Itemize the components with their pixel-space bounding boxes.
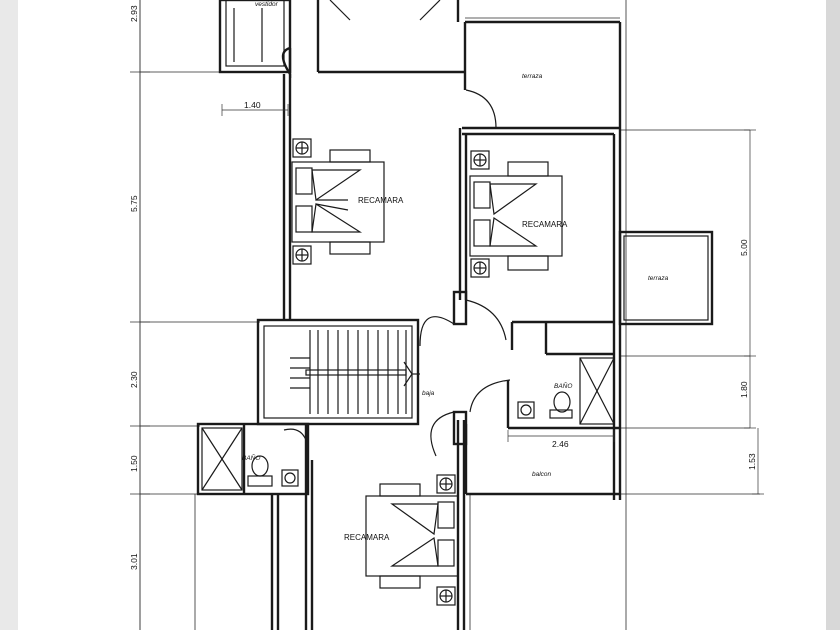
site-lines <box>139 0 760 630</box>
dim-left-3: 1.50 <box>129 455 139 472</box>
label-vestidor: vestidor <box>255 1 279 8</box>
label-bano-left: BAÑO <box>242 453 260 462</box>
bed-recamara-1 <box>291 149 385 255</box>
bed-recamara-2 <box>469 161 563 271</box>
dim-right-3: 1.53 <box>747 453 757 470</box>
dim-left-2: 2.30 <box>129 371 139 388</box>
dim-top-left: 2.93 <box>129 5 139 22</box>
walls <box>196 0 714 630</box>
dim-left-4: 3.01 <box>129 553 139 570</box>
label-baja: baja <box>422 390 435 397</box>
stairs <box>290 330 420 414</box>
label-terraza-top: terraza <box>522 73 543 80</box>
dim-right-2: 1.80 <box>739 381 749 398</box>
label-balcon: balcon <box>532 471 552 478</box>
bed-recamara-3 <box>365 483 459 589</box>
dim-horiz-2: 2.46 <box>552 439 569 449</box>
bathroom-fixtures <box>201 357 615 491</box>
dim-right-1: 5.00 <box>739 239 749 256</box>
label-recamara-2: RECAMARA <box>522 220 568 229</box>
lamp-icons <box>292 138 490 606</box>
label-recamara-3: RECAMARA <box>344 533 390 542</box>
page-edge-left <box>0 0 18 630</box>
label-recamara-1: RECAMARA <box>358 196 404 205</box>
dimension-lines <box>130 0 764 630</box>
doors <box>283 89 511 457</box>
dim-horiz-1: 1.40 <box>244 100 261 110</box>
label-terraza-right: terraza <box>648 275 669 282</box>
page-edge-right <box>826 0 840 630</box>
dim-left-1: 5.75 <box>129 195 139 212</box>
vestidor-detail <box>233 0 441 62</box>
label-bano-right: BAÑO <box>554 381 572 390</box>
